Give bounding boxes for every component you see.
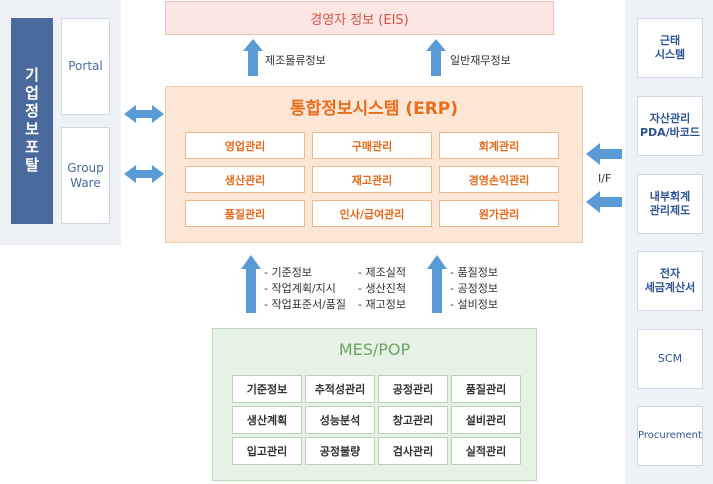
right-box-line1: 근태 bbox=[659, 34, 681, 47]
arrow-up-icon bbox=[243, 39, 263, 76]
erp-module: 회계관리 bbox=[439, 132, 559, 159]
groupware-box: Group Ware bbox=[61, 127, 110, 224]
right-box-line2: 세금계산서 bbox=[644, 281, 696, 294]
erp-module: 영업관리 bbox=[185, 132, 305, 159]
erp-module: 원가관리 bbox=[439, 200, 559, 227]
enterprise-portal-label: 기업정보포탈 bbox=[22, 67, 41, 175]
note-item: - 설비정보 bbox=[450, 298, 498, 311]
double-arrow-icon bbox=[124, 105, 164, 123]
mes-module: 설비관리 bbox=[451, 406, 521, 434]
note-list-master: - 기준정보 - 작업계획/지시 - 작업표준서/품질 bbox=[264, 265, 346, 313]
right-box-internal-accounting: 내부회계 관리제도 bbox=[637, 174, 703, 234]
mes-module: 기준정보 bbox=[232, 375, 302, 403]
note-item: - 작업표준서/품질 bbox=[264, 298, 347, 311]
note-item: - 공정정보 bbox=[450, 282, 498, 295]
note-item: - 제조실적 bbox=[358, 266, 406, 279]
right-box-line2: PDA/바코드 bbox=[639, 126, 701, 139]
portal-label: Portal bbox=[68, 59, 103, 73]
right-box-attendance: 근태 시스템 bbox=[637, 18, 703, 78]
general-finance-label: 일반재무정보 bbox=[450, 54, 511, 67]
arrow-up-icon bbox=[427, 255, 447, 313]
right-panel bbox=[625, 0, 713, 484]
mes-module: 공정불량 bbox=[305, 437, 375, 465]
eis-title: 경영자 정보 (EIS) bbox=[310, 12, 409, 28]
right-box-line1: SCM bbox=[657, 352, 683, 365]
mes-module: 생산계획 bbox=[232, 406, 302, 434]
erp-title: 통합정보시스템 (ERP) bbox=[289, 99, 459, 119]
mes-module: 입고관리 bbox=[232, 437, 302, 465]
note-item: - 품질정보 bbox=[450, 266, 498, 279]
mes-module: 검사관리 bbox=[378, 437, 448, 465]
mes-title: MES/POP bbox=[338, 340, 411, 359]
arrow-left-icon bbox=[586, 191, 622, 213]
right-box-e-tax-invoice: 전자 세금계산서 bbox=[637, 251, 703, 311]
erp-module: 재고관리 bbox=[312, 166, 432, 193]
note-list-quality: - 품질정보 - 공정정보 - 설비정보 bbox=[450, 265, 498, 313]
interface-label: I/F bbox=[598, 172, 612, 185]
double-arrow-icon bbox=[124, 165, 164, 183]
note-item: - 작업계획/지시 bbox=[264, 282, 336, 295]
right-box-line1: 내부회계 bbox=[649, 190, 691, 203]
note-list-results: - 제조실적 - 생산진척 - 재고정보 bbox=[358, 265, 406, 313]
arrow-up-icon bbox=[241, 255, 261, 313]
right-box-line1: 전자 bbox=[659, 267, 681, 280]
right-box-asset: 자산관리 PDA/바코드 bbox=[637, 96, 703, 156]
note-item: - 생산진척 bbox=[358, 282, 406, 295]
enterprise-portal-bar: 기업정보포탈 bbox=[11, 18, 53, 224]
eis-box: 경영자 정보 (EIS) bbox=[165, 1, 554, 35]
erp-module: 인사/급여관리 bbox=[312, 200, 432, 227]
mes-module: 창고관리 bbox=[378, 406, 448, 434]
manufacturing-logistics-label: 제조물류정보 bbox=[265, 54, 326, 67]
note-item: - 재고정보 bbox=[358, 298, 406, 311]
erp-module: 품질관리 bbox=[185, 200, 305, 227]
groupware-label-line1: Group bbox=[67, 160, 104, 175]
arrow-left-icon bbox=[586, 143, 622, 165]
right-box-line2: 시스템 bbox=[654, 48, 686, 61]
right-box-line1: 자산관리 bbox=[649, 112, 691, 125]
erp-module: 구매관리 bbox=[312, 132, 432, 159]
note-item: - 기준정보 bbox=[264, 266, 312, 279]
mes-module: 성능분석 bbox=[305, 406, 375, 434]
mes-module: 실적관리 bbox=[451, 437, 521, 465]
right-box-procurement: Procurement bbox=[637, 406, 703, 466]
groupware-label-line2: Ware bbox=[70, 175, 101, 190]
arrow-up-icon bbox=[426, 39, 446, 76]
mes-module: 품질관리 bbox=[451, 375, 521, 403]
erp-module: 경영손익관리 bbox=[439, 166, 559, 193]
portal-box: Portal bbox=[61, 18, 110, 115]
erp-module: 생산관리 bbox=[185, 166, 305, 193]
mes-module: 추적성관리 bbox=[305, 375, 375, 403]
right-box-line1: Procurement bbox=[638, 430, 702, 441]
right-box-scm: SCM bbox=[637, 329, 703, 389]
mes-module: 공정관리 bbox=[378, 375, 448, 403]
right-box-line2: 관리제도 bbox=[649, 204, 691, 217]
